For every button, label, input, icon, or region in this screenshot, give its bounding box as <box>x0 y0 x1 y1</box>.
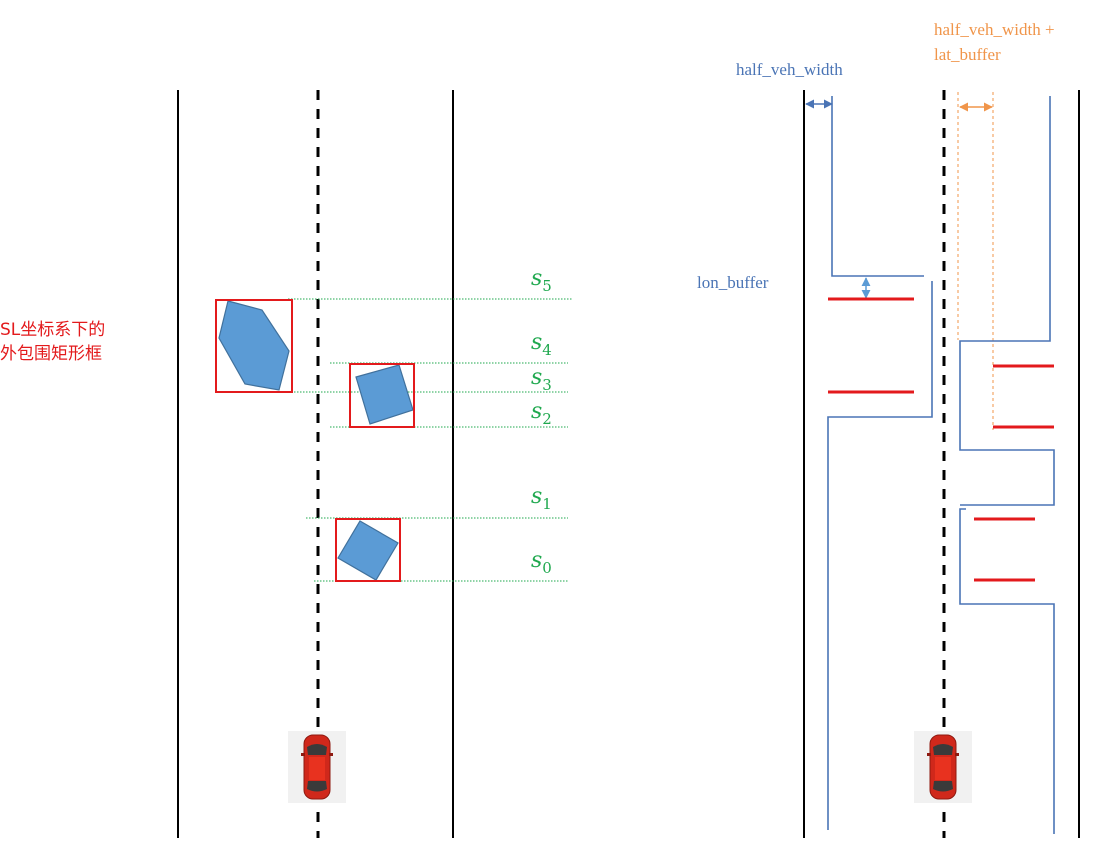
s2-label: s2 <box>531 399 552 428</box>
obstacle-square-lower <box>337 520 399 581</box>
obstacle-s-boundaries <box>828 297 1054 582</box>
obstacle-square-lower-bounding-box <box>335 518 401 582</box>
s4-label: s4 <box>531 330 552 359</box>
right-corridor-boundary-upper <box>959 96 1055 506</box>
right-road <box>803 90 1080 838</box>
lon-buffer-label: lon_buffer <box>697 273 769 292</box>
obstacle-square-upper-bounding-box <box>349 363 415 428</box>
obstacle-hexagon <box>218 300 290 391</box>
s0-label: s0 <box>531 548 552 577</box>
ego-vehicle-left <box>287 730 347 804</box>
obstacle-bounding-box-caption: SL坐标系下的 外包围矩形框 <box>0 320 106 364</box>
left-corridor-boundary-lower <box>827 281 933 830</box>
right-corridor-boundary-lower <box>959 508 1055 834</box>
obstacle-square-lower-group <box>335 518 401 582</box>
obstacle-square-upper-group <box>349 363 415 428</box>
s1-label: s1 <box>531 484 552 513</box>
obstacle-hexagon-group <box>215 299 293 393</box>
s3-label: s3 <box>531 365 552 394</box>
half-veh-width-label: half_veh_width <box>736 60 843 79</box>
left-road <box>177 90 454 838</box>
s5-label: s5 <box>531 266 552 295</box>
half-veh-width-lat-buffer-label: half_veh_width + lat_buffer <box>934 20 1055 64</box>
lat-buffer-guides <box>957 92 994 430</box>
left-corridor-boundary-upper <box>831 96 924 277</box>
s-reference-lines <box>282 298 572 582</box>
obstacle-square-upper <box>355 364 414 425</box>
ego-vehicle-right <box>913 730 973 804</box>
obstacle-hexagon-bounding-box <box>215 299 293 393</box>
